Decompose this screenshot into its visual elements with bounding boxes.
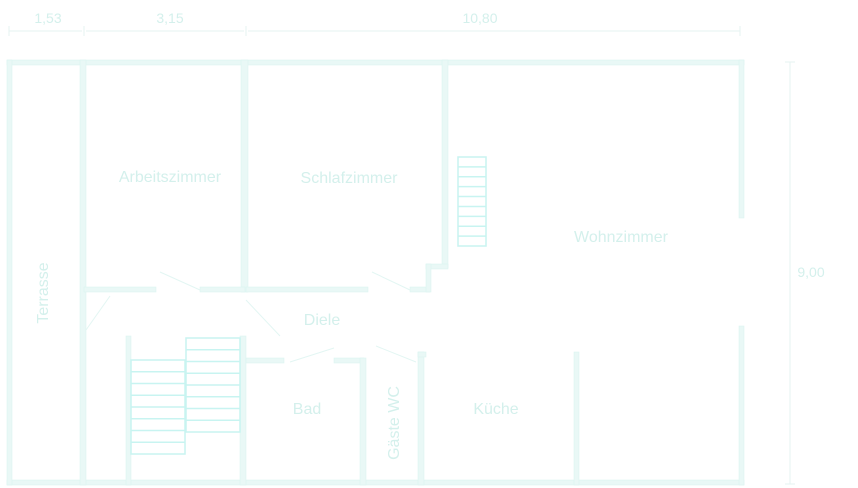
wall-bedroom-living xyxy=(441,59,449,269)
door-office xyxy=(159,271,201,291)
room-label-bath: Bad xyxy=(293,401,321,418)
wall-office-bedroom xyxy=(240,59,249,293)
dimension-lines xyxy=(8,26,795,485)
door-terrace xyxy=(85,295,111,331)
room-label-hall: Diele xyxy=(304,312,341,329)
walls xyxy=(6,59,745,486)
wall-outer-right-lower xyxy=(738,325,745,486)
door-bath xyxy=(289,347,335,363)
staircase-living xyxy=(457,156,487,247)
wall-outer-right-upper xyxy=(738,59,745,219)
wall-outer-left xyxy=(6,59,13,486)
room-label-bedroom: Schlafzimmer xyxy=(301,170,399,187)
wall-kitchen-right xyxy=(573,351,580,486)
wall-bath-top-right xyxy=(333,357,365,364)
door-wc xyxy=(375,345,417,363)
room-label-guest-wc: Gäste WC xyxy=(386,386,403,460)
wall-wc-kitchen xyxy=(417,351,425,486)
room-label-kitchen: Küche xyxy=(473,401,518,418)
room-label-office: Arbeitszimmer xyxy=(119,169,222,186)
door-swings xyxy=(85,271,417,363)
wall-bedroom-step-v xyxy=(425,263,432,293)
dim-label-2: 3,15 xyxy=(156,10,183,26)
dim-label-right: 9,00 xyxy=(797,264,824,280)
dim-label-3: 10,80 xyxy=(462,10,497,26)
staircases xyxy=(130,156,487,455)
wall-office-bottom-right xyxy=(199,286,246,293)
wall-bath-wc xyxy=(359,357,367,486)
wall-outer-top xyxy=(6,59,745,66)
dim-label-1: 1,53 xyxy=(34,10,61,26)
door-bedroom xyxy=(371,271,411,291)
wall-office-bottom xyxy=(83,286,157,293)
wall-stair-right xyxy=(239,335,247,486)
wall-outer-bottom xyxy=(6,479,745,486)
room-label-terrace: Terrasse xyxy=(35,262,52,323)
room-label-living: Wohnzimmer xyxy=(574,229,669,246)
wall-bath-top xyxy=(245,357,285,364)
wall-bedroom-bottom xyxy=(245,286,369,293)
wall-kitchen-top xyxy=(417,351,427,358)
door-hall-stair xyxy=(245,299,281,337)
wall-terrace xyxy=(79,59,87,486)
